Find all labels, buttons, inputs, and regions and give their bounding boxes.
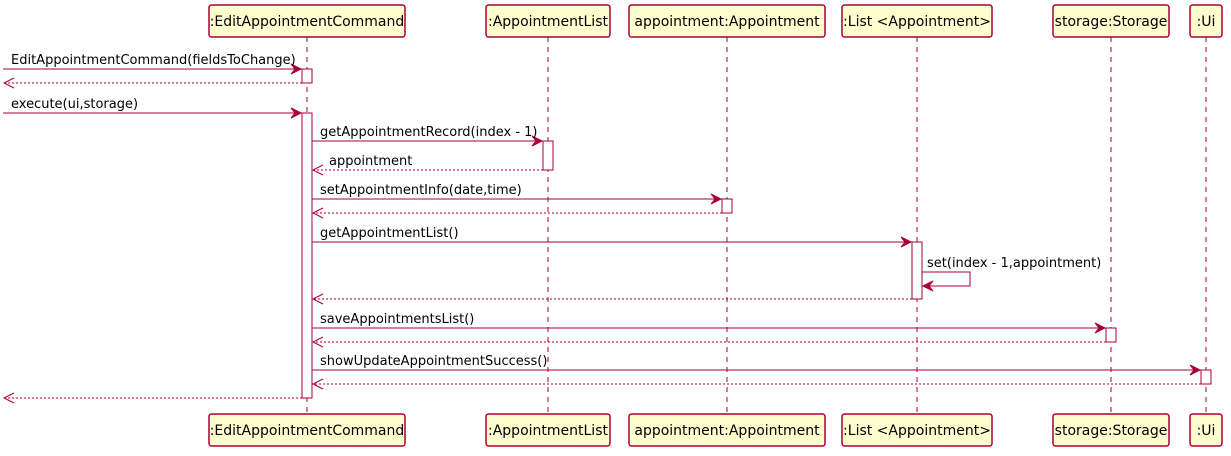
activation-bar-editcmd [301, 112, 313, 399]
return-message [311, 336, 1106, 348]
participant-label: :List <Appointment> [843, 14, 991, 30]
participant-label: :EditAppointmentCommand [210, 14, 405, 30]
arrowhead-icon [290, 63, 303, 75]
participant-box [628, 4, 826, 38]
message-label: EditAppointmentCommand(fieldsToChange) [11, 53, 296, 68]
message-label: getAppointmentRecord(index - 1) [320, 125, 538, 140]
activation-bars [301, 68, 1212, 399]
participant-list-bottom: :List <Appointment> [841, 413, 993, 447]
participant-box [1052, 4, 1170, 38]
participant-box [485, 413, 611, 447]
message-label: saveAppointmentsList() [320, 312, 474, 327]
arrowhead-icon [921, 280, 934, 292]
call-message: setAppointmentInfo(date,time) [312, 183, 723, 205]
return-message [311, 293, 912, 305]
participant-label: :EditAppointmentCommand [210, 423, 405, 439]
return-message [311, 378, 1201, 390]
activation-bar-storage [1105, 327, 1117, 343]
activation-bar-list [911, 241, 923, 300]
participant-label: :AppointmentList [488, 14, 608, 30]
participant-label: appointment:Appointment [634, 14, 820, 30]
participant-applist-bottom: :AppointmentList [485, 413, 611, 447]
participants-bottom: :EditAppointmentCommand :AppointmentList a… [208, 413, 1223, 447]
message-label: execute(ui,storage) [11, 97, 138, 112]
participant-box [841, 413, 993, 447]
participant-ui-bottom: :Ui [1189, 413, 1223, 447]
activation-bar-editcmd [301, 68, 313, 84]
arrowhead-icon [311, 293, 324, 305]
participant-label: appointment:Appointment [634, 423, 820, 439]
participant-label: storage:Storage [1055, 14, 1168, 30]
arrowhead-icon [2, 77, 15, 89]
activation-bar-applist [542, 140, 554, 171]
participant-ui-top: :Ui [1189, 4, 1223, 38]
participant-box [1189, 4, 1223, 38]
call-message: getAppointmentRecord(index - 1) [312, 125, 544, 147]
participant-box [841, 4, 993, 38]
call-message: saveAppointmentsList() [312, 312, 1107, 334]
activation-bar-ui [1200, 369, 1212, 385]
message-label: setAppointmentInfo(date,time) [320, 183, 522, 198]
self-message: set(index - 1,appointment) [921, 256, 1101, 292]
message-label: getAppointmentList() [320, 226, 459, 241]
arrowhead-icon [710, 193, 723, 205]
arrowhead-icon [311, 336, 324, 348]
arrowhead-icon [311, 378, 324, 390]
arrowhead-icon [1189, 364, 1202, 376]
arrowhead-icon [311, 207, 324, 219]
participant-appt-top: appointment:Appointment [628, 4, 826, 38]
participant-editcmd-bottom: :EditAppointmentCommand [208, 413, 406, 447]
message-label: set(index - 1,appointment) [927, 256, 1101, 271]
return-message [311, 207, 722, 219]
participant-box [628, 413, 826, 447]
message-line [922, 271, 971, 287]
messages: EditAppointmentCommand(fieldsToChange) ex… [2, 53, 1202, 404]
participant-editcmd-top: :EditAppointmentCommand [208, 4, 406, 38]
arrowhead-icon [2, 392, 15, 404]
arrowhead-icon [290, 107, 303, 119]
arrowhead-icon [900, 236, 913, 248]
arrowhead-icon [1094, 322, 1107, 334]
participant-list-top: :List <Appointment> [841, 4, 993, 38]
participant-label: storage:Storage [1055, 423, 1168, 439]
participant-box [208, 4, 406, 38]
call-message: execute(ui,storage) [3, 97, 303, 119]
call-message: showUpdateAppointmentSuccess() [312, 354, 1202, 376]
return-message: appointment [311, 154, 543, 176]
participant-box [485, 4, 611, 38]
participant-storage-bottom: storage:Storage [1052, 413, 1170, 447]
return-message [2, 392, 302, 404]
participant-box [1052, 413, 1170, 447]
message-label: appointment [329, 154, 412, 169]
participant-storage-top: storage:Storage [1052, 4, 1170, 38]
participants-top: :EditAppointmentCommand :AppointmentList a… [208, 4, 1223, 38]
message-label: showUpdateAppointmentSuccess() [320, 354, 547, 369]
participant-applist-top: :AppointmentList [485, 4, 611, 38]
participant-label: :Ui [1197, 423, 1216, 439]
participant-box [208, 413, 406, 447]
return-message [2, 77, 302, 89]
arrowhead-icon [531, 135, 544, 147]
participant-label: :List <Appointment> [843, 423, 991, 439]
participant-label: :AppointmentList [488, 423, 608, 439]
participant-box [1189, 413, 1223, 447]
activation-bar-appt [721, 198, 733, 214]
call-message: getAppointmentList() [312, 226, 913, 248]
participant-appt-bottom: appointment:Appointment [628, 413, 826, 447]
participant-label: :Ui [1197, 14, 1216, 30]
call-message: EditAppointmentCommand(fieldsToChange) [3, 53, 303, 75]
arrowhead-icon [311, 164, 324, 176]
